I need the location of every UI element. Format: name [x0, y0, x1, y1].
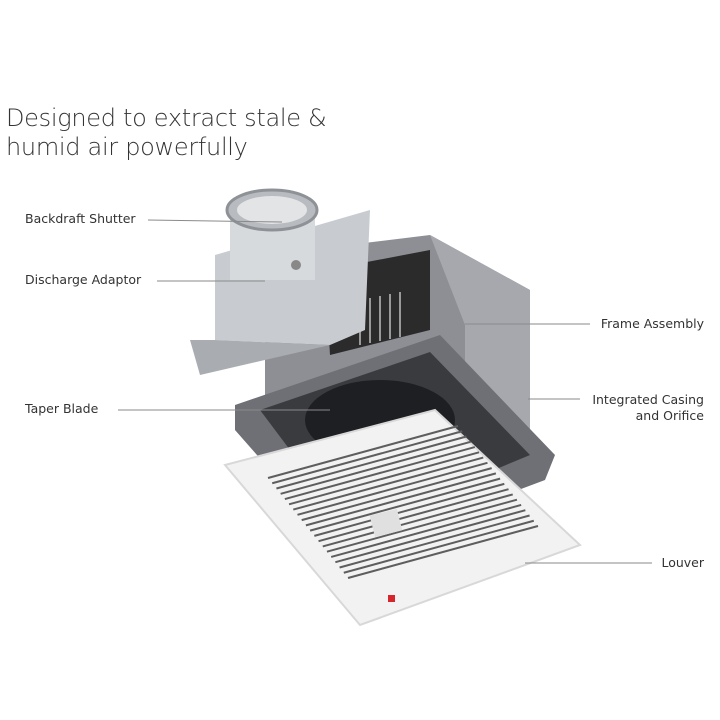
louver-slat: [305, 472, 497, 527]
label-taper-blade: Taper Blade: [25, 401, 99, 416]
louver-slat: [339, 514, 530, 569]
louver-slat: [297, 461, 488, 516]
louver-slat: [271, 430, 463, 485]
louver-slat: [280, 440, 471, 495]
label-frame-assembly: Frame Assembly: [600, 316, 704, 331]
louver-slat: [284, 446, 476, 501]
louver-slat: [322, 493, 514, 548]
louver-slat: [330, 503, 522, 558]
louver-slat: [292, 456, 484, 511]
louver-slat: [343, 519, 535, 574]
brand-badge: [388, 595, 395, 602]
louver-slat: [318, 488, 509, 543]
louver-slat: [326, 498, 518, 553]
louver-slat: [288, 451, 480, 506]
label-louver: Louver: [661, 555, 704, 570]
louver-slat: [314, 482, 505, 537]
label-integrated-casing-line-1: Integrated Casing: [592, 392, 704, 407]
louver-slat: [347, 525, 539, 579]
label-integrated-casing-line-2: and Orifice: [635, 408, 704, 423]
louver-slat: [276, 435, 467, 490]
heading-line-1: Designed to extract stale &: [6, 104, 327, 132]
louver-slat: [309, 477, 501, 532]
label-integrated-casing: Integrated Casing and Orifice: [592, 392, 704, 424]
leader-lines: [118, 219, 652, 564]
page-heading: Designed to extract stale & humid air po…: [6, 104, 327, 162]
louver-slat: [335, 509, 526, 564]
label-backdraft-shutter: Backdraft Shutter: [25, 211, 136, 226]
louver-slat: [301, 467, 492, 522]
heading-line-2: humid air powerfully: [6, 133, 248, 161]
louver-slat: [267, 425, 459, 479]
label-discharge-adaptor: Discharge Adaptor: [25, 272, 142, 287]
